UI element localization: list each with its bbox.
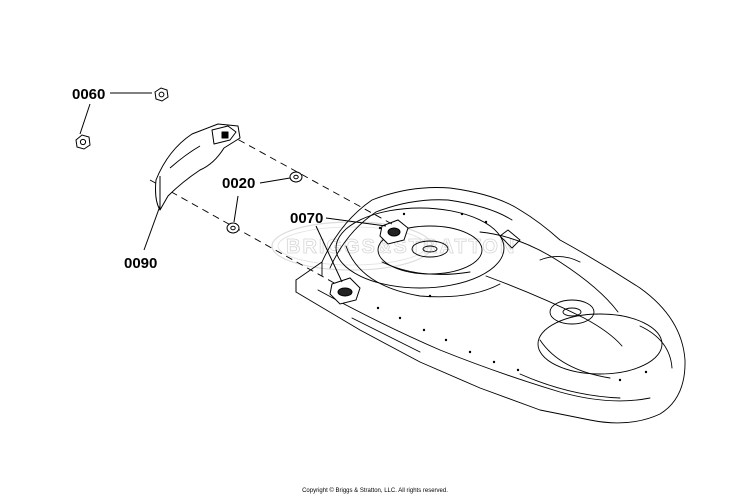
callout-0020: 0020: [222, 175, 255, 192]
washer-lower: [226, 222, 240, 234]
callout-0060: 0060: [72, 86, 105, 103]
mower-blade: [155, 123, 241, 211]
mower-deck: [295, 187, 686, 424]
hex-nut-upper: [154, 87, 169, 102]
callout-0090: 0090: [124, 255, 157, 272]
hex-nut-lower: [75, 134, 91, 150]
watermark: BRIGGS&STRATTON: [271, 221, 516, 271]
leader-lines: [79, 92, 387, 283]
blade-adapter-upper: [379, 219, 409, 245]
callout-0070: 0070: [290, 210, 323, 227]
washer-upper: [289, 171, 303, 183]
copyright-notice: Copyright © Briggs & Stratton, LLC. All …: [302, 488, 448, 494]
blade-adapter-lower: [329, 277, 361, 305]
watermark-text: BRIGGS&STRATTON: [286, 236, 516, 258]
